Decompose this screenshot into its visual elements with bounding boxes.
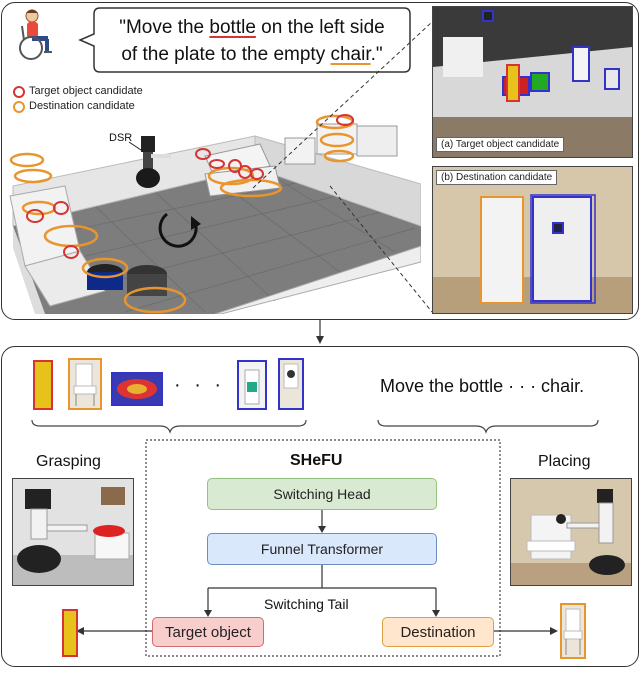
thumb-chair-ball: [278, 358, 304, 410]
legend-target-label: Target object candidate: [29, 85, 143, 97]
instruction-fragment: of the plate to the empty: [121, 44, 331, 65]
target-legend-icon: [13, 86, 25, 98]
grasping-label: Grasping: [36, 453, 101, 470]
placing-photo: [510, 478, 632, 586]
result-bottle: [62, 609, 78, 657]
instruction-fragment: .": [370, 44, 383, 65]
destination-candidate-caption: (b) Destination candidate: [436, 170, 558, 185]
thumb-dots: · · ·: [174, 374, 226, 396]
instruction-keyword: chair: [330, 44, 371, 65]
model-name: SHeFU: [290, 452, 343, 469]
switching-head-box: Switching Head: [207, 478, 437, 510]
thumb-plate: [111, 372, 163, 406]
robot-label: DSR: [109, 132, 133, 144]
thumb-bottle-white: [237, 360, 267, 410]
thumb-chair: [68, 358, 102, 410]
instruction-keyword: bottle: [209, 17, 256, 38]
destination-legend-icon: [13, 101, 25, 113]
target-object-box: Target object: [152, 617, 264, 647]
switching-tail-label: Switching Tail: [264, 596, 349, 612]
grasping-photo: [12, 478, 134, 586]
instruction-fragment: on the left side: [255, 17, 385, 38]
legend-destination-label: Destination candidate: [29, 100, 135, 112]
thumb-bottle: [33, 360, 53, 410]
legend: Target object candidate Destination cand…: [10, 82, 170, 118]
result-chair: [560, 603, 586, 659]
instruction-fragment: "Move the: [119, 17, 210, 38]
placing-label: Placing: [538, 453, 591, 470]
destination-box: Destination: [382, 617, 494, 647]
target-candidate-caption: (a) Target object candidate: [436, 137, 565, 152]
destination-candidate-photo: [432, 166, 633, 314]
funnel-transformer-box: Funnel Transformer: [207, 533, 437, 565]
instruction-short: Move the bottle · · · chair.: [380, 376, 585, 396]
instruction-text: "Move the bottle on the left side of the …: [100, 14, 404, 68]
target-candidate-photo: [432, 6, 633, 158]
